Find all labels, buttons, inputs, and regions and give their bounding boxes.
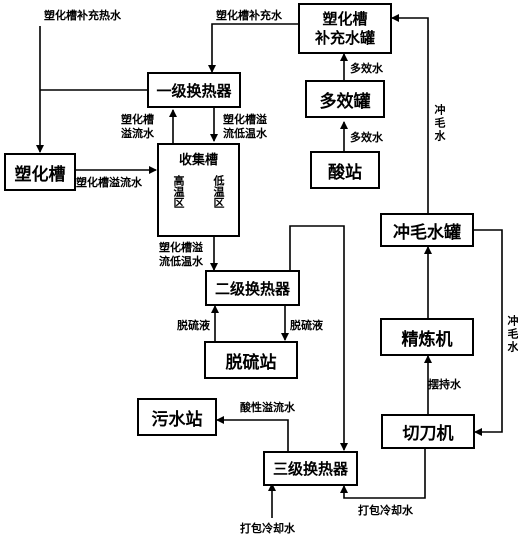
label-multi-effect-bottom: 多效水 <box>350 131 383 144</box>
label-packing-bottom: 打包冷却水 <box>240 522 295 535</box>
zone-low-temp: 低温区 <box>212 175 225 208</box>
collection-tank-label: 收集槽 <box>178 153 218 168</box>
label-overflow-to-collector: 塑化槽溢流水 <box>76 176 142 189</box>
edge-hx3-to-sewage <box>216 416 289 452</box>
zone-high-temp: 高温区 <box>172 175 185 208</box>
node-cutter[interactable]: 切刀机 <box>381 414 475 449</box>
edge-wash-to-buffer <box>391 14 429 213</box>
node-multi-effect-tank[interactable]: 多效罐 <box>305 80 385 118</box>
node-hx3[interactable]: 三级换热器 <box>263 451 358 486</box>
edge-wash-to-cutter <box>474 229 503 436</box>
edge-bath-makeup <box>208 23 298 73</box>
node-collection-tank[interactable]: 收集槽 高温区 低温区 <box>157 143 240 237</box>
label-wash-water-left: 冲毛水 <box>433 104 446 143</box>
label-wash-water-right: 冲毛水 <box>506 315 518 354</box>
label-carrying-water: 摆持水 <box>428 378 461 391</box>
node-wash-water-tank[interactable]: 冲毛水罐 <box>380 213 474 247</box>
edge-hx2-to-hx3 <box>289 225 348 451</box>
node-refiner[interactable]: 精炼机 <box>380 318 474 356</box>
node-buffer-tank[interactable]: 塑化槽 补充水罐 <box>298 3 392 54</box>
edge-bath-hot-makeup <box>36 26 147 153</box>
label-low-to-hx2: 塑化槽溢 流低温水 <box>159 241 203 268</box>
label-multi-effect-top: 多效水 <box>350 62 383 75</box>
label-desulf-right: 脱硫液 <box>290 319 323 332</box>
label-desulf-left: 脱硫液 <box>177 319 210 332</box>
node-sewage-station[interactable]: 污水站 <box>137 398 217 436</box>
label-packing-right: 打包冷却水 <box>358 504 413 517</box>
node-hx2[interactable]: 二级换热器 <box>205 270 300 306</box>
node-desulfurization-station[interactable]: 脱硫站 <box>204 341 298 379</box>
label-overflow-to-hx1: 塑化槽 溢流水 <box>121 113 154 140</box>
node-hx1[interactable]: 一级换热器 <box>147 72 241 108</box>
edge-cutter-to-hx3 <box>340 449 426 499</box>
node-plasticizing-bath[interactable]: 塑化槽 <box>4 153 76 191</box>
label-low-to-collector: 塑化槽溢 流低温水 <box>223 113 267 140</box>
label-bath-hot-makeup: 塑化槽补充热水 <box>44 9 121 22</box>
node-acid-station[interactable]: 酸站 <box>310 151 380 189</box>
label-acid-overflow: 酸性溢流水 <box>240 401 295 414</box>
label-bath-makeup: 塑化槽补充水 <box>216 9 282 22</box>
